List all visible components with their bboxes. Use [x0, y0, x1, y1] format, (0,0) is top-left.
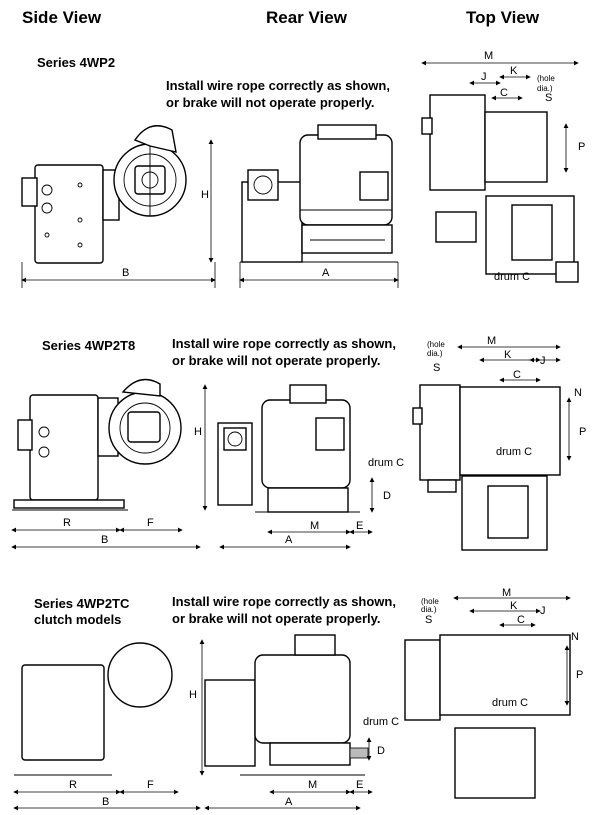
drum-label-3t: drum C — [492, 697, 528, 709]
series-4wp2tc-line2: clutch models — [34, 612, 122, 627]
dim-P-1: P — [578, 141, 585, 153]
dim-K-2: K — [504, 349, 512, 361]
hole-dia-label-2a: (hole — [427, 340, 445, 349]
dim-A-1: A — [322, 267, 330, 279]
warning-3-line2: or brake will not operate properly. — [172, 611, 381, 626]
side-view-4wp2t8 — [12, 378, 182, 511]
warning-2-line2: or brake will not operate properly. — [172, 353, 381, 368]
hole-dia-label-3a: (hole — [421, 597, 439, 606]
dim-B-1: B — [122, 267, 129, 279]
dim-C-2: C — [513, 369, 521, 381]
side-view-4wp2 — [21, 125, 187, 264]
rear-view-4wp2t8 — [217, 384, 360, 513]
dim-B-3: B — [102, 796, 109, 808]
series-4wp2-title: Series 4WP2 — [37, 55, 116, 70]
dim-J-3: J — [540, 605, 546, 617]
warning-1-line2: or brake will not operate properly. — [166, 95, 375, 110]
hole-dia-label-1a: (hole — [537, 74, 555, 83]
dim-A-2: A — [285, 534, 293, 546]
dim-N-3: N — [571, 631, 579, 643]
dim-H-3: H — [189, 689, 197, 701]
dim-C-1: C — [500, 87, 508, 99]
drum-label-2t: drum C — [496, 446, 532, 458]
hole-dia-label-1b: dia.) — [537, 84, 553, 93]
dim-R-2: R — [63, 517, 71, 529]
dim-K-3: K — [510, 600, 518, 612]
dim-R-3: R — [69, 779, 77, 791]
warning-2-line1: Install wire rope correctly as shown, — [172, 336, 396, 351]
dim-M-3: M — [308, 779, 317, 791]
rear-view-4wp2tc — [204, 634, 369, 776]
drum-label-3: drum C — [363, 716, 399, 728]
top-view-4wp2t8 — [412, 384, 561, 551]
dim-K-1: K — [510, 65, 518, 77]
dim-E-3: E — [356, 779, 363, 791]
series-4wp2tc-title: Series 4WP2TC clutch models — [34, 596, 129, 628]
side-view-header: Side View — [22, 8, 102, 27]
warning-3-line1: Install wire rope correctly as shown, — [172, 594, 396, 609]
dim-H-2: H — [194, 426, 202, 438]
dim-S-3: S — [425, 614, 432, 626]
drum-label-1: drum C — [494, 271, 530, 283]
dim-J-2: J — [540, 355, 546, 367]
dim-S-1: S — [545, 92, 552, 104]
dim-M-2t: M — [487, 335, 496, 347]
series-4wp2t8-title: Series 4WP2T8 — [42, 338, 136, 353]
dim-M-2: M — [310, 520, 319, 532]
hole-dia-label-2b: dia.) — [427, 349, 443, 358]
dim-D-3: D — [377, 745, 385, 757]
warning-note-2: Install wire rope correctly as shown, or… — [172, 335, 396, 369]
hole-dia-label-3b: dia.) — [421, 605, 437, 614]
dim-M-3t: M — [502, 587, 511, 599]
top-view-4wp2 — [421, 94, 579, 283]
dim-F-2: F — [147, 517, 154, 529]
dim-E-2: E — [356, 520, 363, 532]
dim-P-2: P — [579, 426, 586, 438]
dim-F-3: F — [147, 779, 154, 791]
side-view-4wp2tc — [14, 642, 173, 776]
top-view-header: Top View — [466, 8, 540, 27]
top-view-4wp2tc — [404, 634, 571, 799]
warning-note-3: Install wire rope correctly as shown, or… — [172, 593, 396, 627]
drum-label-2: drum C — [368, 457, 404, 469]
dim-S-2: S — [433, 362, 440, 374]
series-4wp2tc-line1: Series 4WP2TC — [34, 596, 130, 611]
rear-view-4wp2 — [240, 124, 398, 263]
warning-note-1: Install wire rope correctly as shown, or… — [166, 77, 390, 111]
warning-1-line1: Install wire rope correctly as shown, — [166, 78, 390, 93]
dim-D-2: D — [383, 490, 391, 502]
dim-C-3: C — [517, 614, 525, 626]
dim-N-2: N — [574, 387, 582, 399]
dim-A-3: A — [285, 796, 293, 808]
dim-B-2: B — [101, 534, 108, 546]
dim-J-1: J — [481, 71, 487, 83]
dim-M-1: M — [484, 50, 493, 62]
dim-P-3: P — [576, 669, 583, 681]
rear-view-header: Rear View — [266, 8, 347, 27]
dim-H-1: H — [201, 189, 209, 201]
